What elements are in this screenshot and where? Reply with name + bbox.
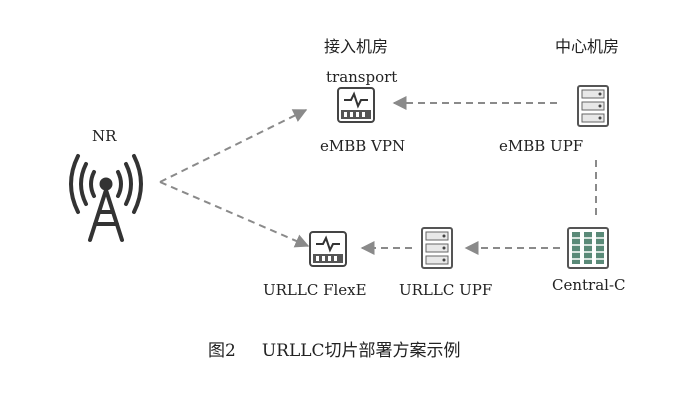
antenna-tower-icon <box>69 154 143 242</box>
router-icon <box>309 231 347 267</box>
figure-caption: 图2 URLLC切片部署方案示例 <box>208 336 461 361</box>
nr-label: NR <box>92 127 117 145</box>
urllc-flexe-label: URLLC FlexE <box>263 281 367 299</box>
central-c-label: Central-C <box>552 276 626 294</box>
access-room-header: 接入机房 <box>324 37 389 56</box>
figure-title: URLLC切片部署方案示例 <box>261 341 461 361</box>
transport-label: transport <box>326 68 398 86</box>
connector-nr-to-urllc-flexe <box>159 181 310 248</box>
urllc-upf-label: URLLC UPF <box>399 281 493 299</box>
embb-vpn-label: eMBB VPN <box>320 137 406 155</box>
figure-number: 图2 <box>208 341 236 361</box>
router-icon <box>337 87 375 123</box>
connector-nr-to-embb-vpn <box>159 109 308 183</box>
server-icon <box>577 85 609 127</box>
center-room-header: 中心机房 <box>555 37 620 56</box>
server-icon <box>421 227 453 269</box>
embb-upf-label: eMBB UPF <box>499 137 584 155</box>
server-rack-icon <box>567 227 609 269</box>
